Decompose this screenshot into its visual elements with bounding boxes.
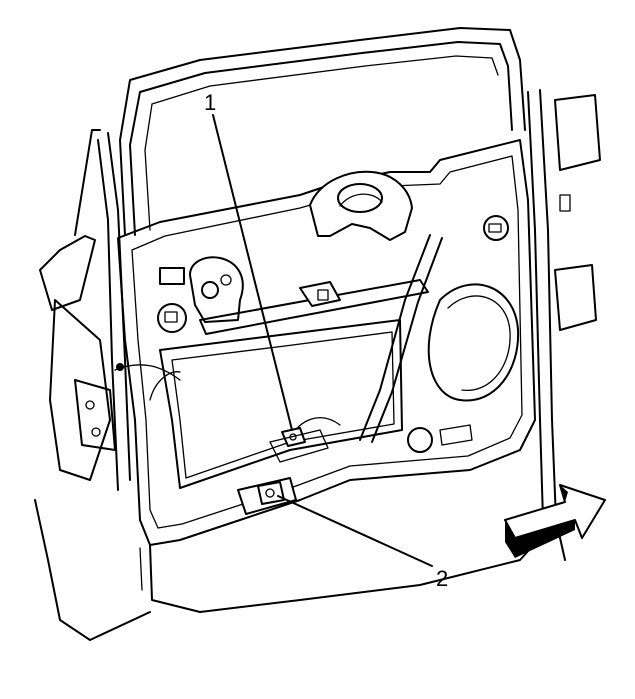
direction-arrow-icon xyxy=(504,484,606,558)
regulator-track xyxy=(359,234,443,443)
wiring-harness xyxy=(114,363,341,439)
hinge-bracket xyxy=(34,235,151,641)
access-holes xyxy=(157,215,509,453)
leader-lines xyxy=(212,114,433,567)
window-rail xyxy=(189,256,429,335)
callout-1-label: 1 xyxy=(204,90,216,115)
door-frame xyxy=(74,27,566,561)
component-1-connector xyxy=(269,427,329,463)
window-glass xyxy=(159,319,403,489)
speaker-opening xyxy=(427,283,520,402)
right-mounts xyxy=(554,94,601,331)
component-2-connector xyxy=(237,477,297,515)
callout-2-label: 2 xyxy=(436,566,448,591)
inside-handle xyxy=(309,170,413,241)
